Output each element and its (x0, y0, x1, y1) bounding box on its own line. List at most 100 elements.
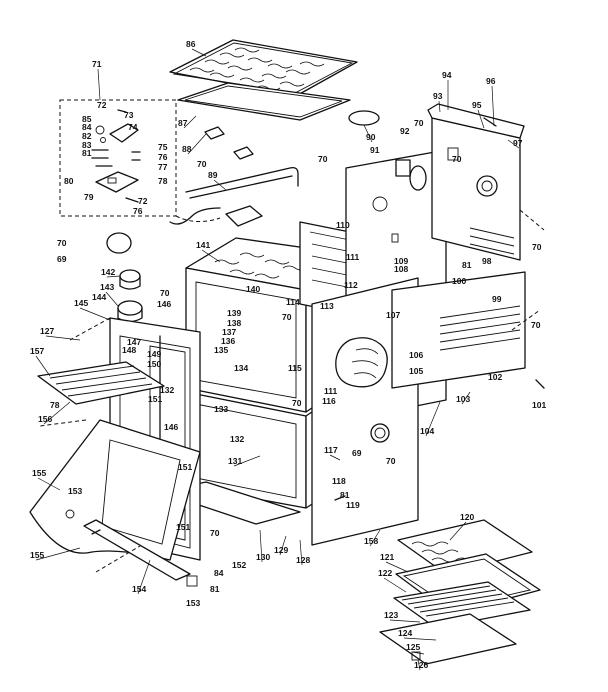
leader-line (329, 454, 341, 461)
callout-92: 92 (400, 126, 410, 136)
callout-81: 81 (210, 584, 220, 594)
callout-70: 70 (160, 288, 170, 298)
trim-ring-69 (106, 232, 132, 254)
callout-155: 155 (30, 550, 44, 560)
callout-146: 146 (164, 422, 178, 432)
callout-70: 70 (386, 456, 396, 466)
callout-142: 142 (101, 267, 115, 277)
callout-70: 70 (452, 154, 462, 164)
callout-70: 70 (532, 242, 542, 252)
callout-73: 73 (124, 110, 134, 120)
callout-103: 103 (456, 394, 470, 404)
leader-line (79, 307, 111, 321)
callout-153: 153 (68, 486, 82, 496)
callout-146: 146 (157, 299, 171, 309)
leader-layer (35, 48, 520, 671)
callout-93: 93 (433, 91, 443, 101)
callout-135: 135 (214, 345, 228, 355)
leader-line (43, 401, 71, 425)
callout-72: 72 (97, 100, 107, 110)
callout-86: 86 (186, 39, 196, 49)
leader-line (97, 68, 101, 101)
callout-70: 70 (210, 528, 220, 538)
leader-line (299, 539, 303, 566)
dashed-leaders (39, 209, 545, 573)
leader-line (106, 275, 121, 278)
broil-pan (37, 361, 165, 405)
oven-racks (379, 519, 541, 665)
callout-71: 71 (92, 59, 102, 69)
callout-123: 123 (384, 610, 398, 620)
callout-126: 126 (414, 660, 428, 670)
leader-line (35, 547, 81, 561)
top-gasket (177, 82, 351, 121)
callout-77: 77 (158, 162, 168, 172)
leader-line (201, 249, 221, 263)
leader-line (369, 529, 381, 547)
callout-122: 122 (378, 568, 392, 578)
callout-132: 132 (160, 385, 174, 395)
callout-143: 143 (100, 282, 114, 292)
callout-137: 137 (222, 327, 236, 337)
callout-147: 147 (127, 337, 141, 347)
leader-line (438, 100, 441, 113)
leader-line (449, 521, 467, 541)
door-panel (29, 419, 201, 561)
leader-line (259, 529, 263, 563)
callout-120: 120 (460, 512, 474, 522)
callout-140: 140 (246, 284, 260, 294)
callout-69: 69 (352, 448, 362, 458)
callout-81: 81 (462, 260, 472, 270)
rear-panel (391, 271, 526, 389)
leader-line (191, 48, 207, 57)
control-panel (427, 103, 525, 261)
callout-101: 101 (532, 400, 546, 410)
callout-70: 70 (57, 238, 67, 248)
callout-115: 115 (288, 363, 302, 373)
callout-84: 84 (82, 122, 92, 132)
callout-145: 145 (74, 298, 88, 308)
callout-70: 70 (531, 320, 541, 330)
callout-108: 108 (394, 264, 408, 274)
callout-70: 70 (282, 312, 292, 322)
leader-line (137, 559, 151, 595)
callout-98: 98 (482, 256, 492, 266)
callout-109: 109 (394, 256, 408, 266)
callout-148: 148 (122, 345, 136, 355)
callout-104: 104 (420, 426, 434, 436)
leader-line (383, 577, 407, 593)
callout-99: 99 (492, 294, 502, 304)
callout-155: 155 (32, 468, 46, 478)
leader-line (385, 561, 409, 573)
callout-90: 90 (366, 132, 376, 142)
leader-line (37, 477, 61, 491)
leader-line (233, 455, 261, 467)
callout-124: 124 (398, 628, 412, 638)
callout-75: 75 (158, 142, 168, 152)
callout-102: 102 (488, 372, 502, 382)
callout-72: 72 (138, 196, 148, 206)
callout-91: 91 (370, 145, 380, 155)
callout-151: 151 (178, 462, 192, 472)
callout-82: 82 (82, 131, 92, 141)
callout-97: 97 (513, 138, 523, 148)
callout-141: 141 (196, 240, 210, 250)
leader-line (425, 401, 441, 437)
callout-152: 152 (232, 560, 246, 570)
callout-85: 85 (82, 114, 92, 124)
callout-127: 127 (40, 326, 54, 336)
leader-line (187, 133, 207, 155)
callout-138: 138 (227, 318, 241, 328)
vent-ring (348, 110, 380, 126)
callout-107: 107 (386, 310, 400, 320)
vent-motor (395, 159, 411, 177)
callout-154: 154 (132, 584, 146, 594)
callout-79: 79 (84, 192, 94, 202)
bracket-70 (233, 146, 254, 160)
bottom-trim (83, 519, 191, 581)
callout-136: 136 (221, 336, 235, 346)
callout-81: 81 (82, 148, 92, 158)
callout-128: 128 (296, 555, 310, 565)
